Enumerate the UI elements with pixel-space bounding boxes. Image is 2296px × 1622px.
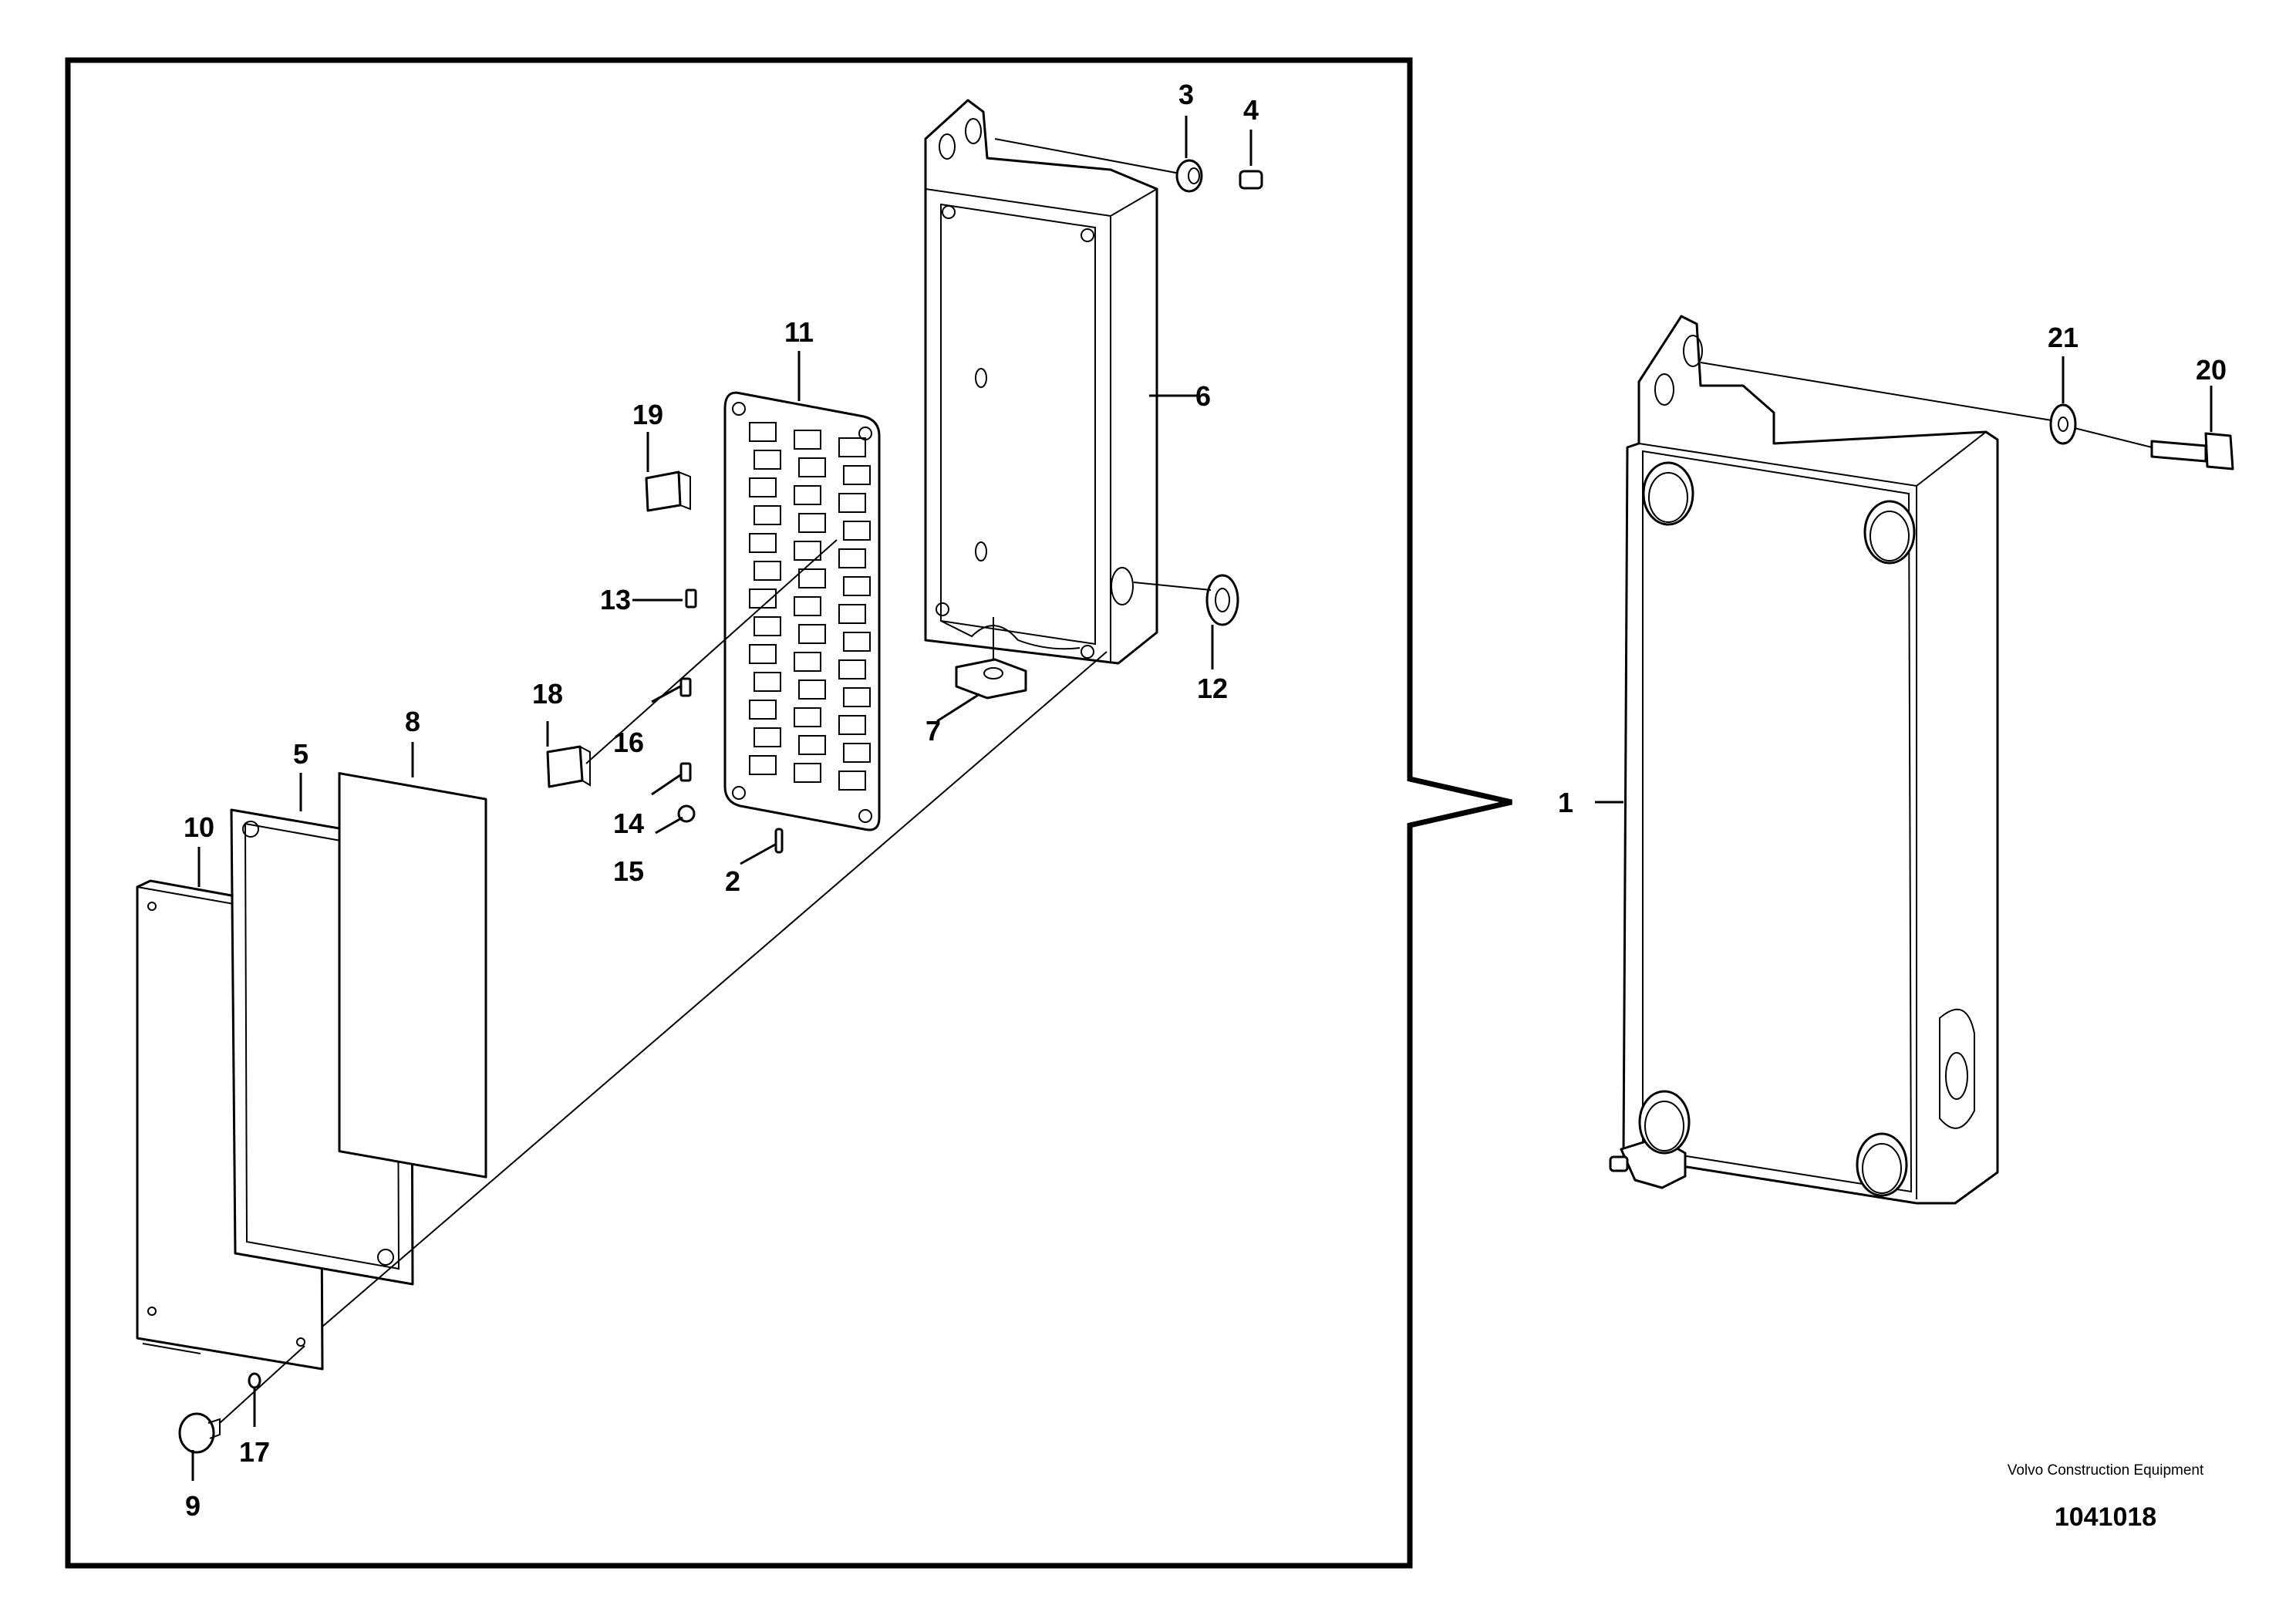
board-socket (843, 687, 871, 707)
callout-14: 14 (613, 808, 644, 839)
board-socket (798, 568, 826, 588)
callout-7: 7 (925, 715, 941, 747)
callout-18: 18 (532, 678, 563, 710)
washer-part-12 (1133, 574, 1239, 626)
board-socket (798, 457, 826, 477)
knob-part-9 (178, 1412, 221, 1454)
board-socket (754, 561, 781, 581)
callout-10: 10 (184, 811, 214, 843)
callout-4: 4 (1243, 94, 1259, 126)
board-socket (843, 743, 871, 763)
callout-1: 1 (1558, 787, 1573, 818)
grommet-part-3 (1175, 159, 1203, 193)
board-socket (838, 548, 866, 568)
callout-labels: 1 2 3 4 5 6 7 8 9 10 11 12 13 14 15 16 1… (184, 79, 2227, 1522)
board-socket (794, 763, 821, 783)
board-socket (838, 604, 866, 624)
board-socket (754, 505, 781, 525)
manufacturer-label: Volvo Construction Equipment (2007, 1462, 2204, 1479)
board-socket (749, 422, 777, 442)
callout-16: 16 (613, 727, 644, 758)
callout-20: 20 (2196, 354, 2227, 386)
callout-2: 2 (725, 865, 740, 897)
fuse-part-16 (679, 677, 692, 697)
board-socket (838, 771, 866, 791)
callout-21: 21 (2048, 322, 2079, 353)
board-socket (843, 465, 871, 485)
callout-11: 11 (784, 316, 814, 348)
board-socket (754, 450, 781, 470)
callout-3: 3 (1178, 79, 1194, 110)
detail-frame (65, 57, 1512, 1569)
board-socket (749, 755, 777, 775)
board-socket (838, 715, 866, 735)
washer-part-17 (248, 1372, 261, 1389)
callout-13: 13 (600, 584, 631, 615)
board-socket (749, 533, 777, 553)
board-socket (843, 632, 871, 652)
callout-17: 17 (239, 1436, 270, 1468)
document-number: 1041018 (2054, 1502, 2157, 1532)
sleeve-part-4 (1239, 170, 1263, 190)
callout-5: 5 (293, 738, 308, 770)
relay-part-18 (546, 745, 591, 788)
board-socket (749, 700, 777, 720)
board-socket (838, 437, 866, 457)
callout-6: 6 (1195, 380, 1211, 412)
callout-9: 9 (185, 1490, 201, 1522)
board-socket (838, 493, 866, 513)
board-socket (794, 652, 821, 672)
callout-15: 15 (613, 855, 644, 887)
board-socket (794, 541, 821, 561)
knob-bottom-left (1638, 1090, 1691, 1155)
housing-part-6 (924, 99, 1181, 665)
board-socket (749, 477, 777, 497)
board-socket (754, 672, 781, 692)
board-socket (798, 513, 826, 533)
board-socket (843, 576, 871, 596)
assembly-lines (219, 539, 1108, 1424)
board-socket (749, 644, 777, 664)
washer-part-21 (2049, 403, 2077, 445)
pin-part-2 (774, 828, 784, 854)
callout-12: 12 (1197, 673, 1228, 704)
board-socket (798, 735, 826, 755)
knob-top-left (1642, 461, 1694, 526)
knob-top-right (1863, 500, 1916, 565)
board-socket (754, 616, 781, 636)
label-sheet-part-8 (338, 772, 487, 1179)
board-socket (798, 679, 826, 700)
board-socket (754, 727, 781, 747)
board-socket (843, 521, 871, 541)
leader-lines (191, 116, 2213, 1481)
board-socket (798, 624, 826, 644)
circuit-board-part-11 (723, 391, 881, 831)
board-socket (794, 596, 821, 616)
board-socket (794, 430, 821, 450)
board-socket (794, 707, 821, 727)
fuse-part-13 (685, 588, 697, 609)
fuse-part-14 (679, 762, 692, 782)
bolt-part-20 (2150, 432, 2234, 470)
assembled-unit-part-1 (1609, 315, 2153, 1205)
board-socket (794, 485, 821, 505)
callout-8: 8 (405, 706, 420, 737)
grommet-part-7 (955, 617, 1027, 700)
board-socket (749, 588, 777, 609)
callout-19: 19 (632, 399, 663, 430)
knob-bottom-right (1856, 1132, 1908, 1197)
board-socket (838, 659, 866, 679)
relay-part-19 (645, 470, 691, 512)
